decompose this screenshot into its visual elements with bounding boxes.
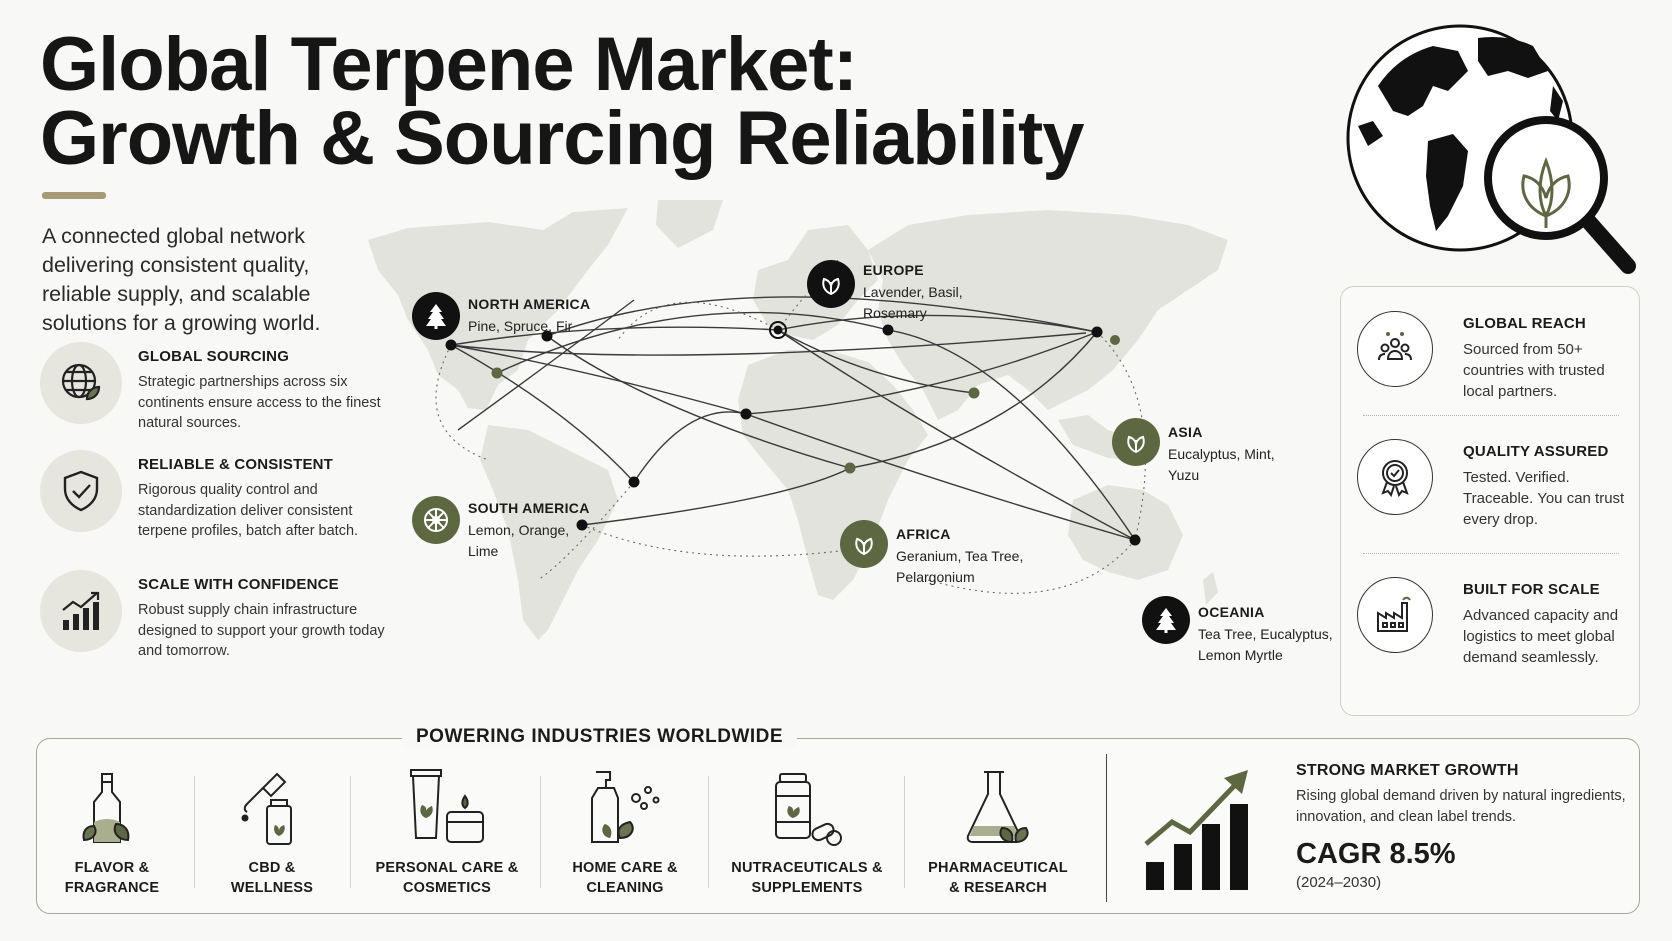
industry-label: CBD & WELLNESS xyxy=(230,860,314,896)
cagr-value: CAGR 8.5% xyxy=(1296,838,1456,870)
dropper-icon xyxy=(212,768,332,846)
title-line-1: Global Terpene Market: xyxy=(40,22,858,107)
shield-check-icon xyxy=(40,450,122,532)
tree-icon xyxy=(412,292,460,340)
people-network-icon xyxy=(1357,311,1433,387)
feature-desc: Strategic partnerships across six contin… xyxy=(138,374,381,431)
divider xyxy=(1363,553,1619,554)
benefit-desc: Tested. Verified. Traceable. You can tru… xyxy=(1463,469,1625,528)
flask-icon xyxy=(918,768,1078,846)
title-line-2: Growth & Sourcing Reliability xyxy=(40,96,1085,181)
feature-scale: SCALE WITH CONFIDENCE Robust supply chai… xyxy=(40,570,385,660)
divider xyxy=(904,776,905,888)
benefit-desc: Advanced capacity and logistics to meet … xyxy=(1463,607,1619,666)
spray-bottle-icon xyxy=(550,768,700,846)
feature-title: GLOBAL SOURCING xyxy=(138,348,290,365)
factory-icon xyxy=(1357,577,1433,653)
benefit-global-reach: GLOBAL REACH Sourced from 50+ countries … xyxy=(1341,293,1641,413)
region-items: Tea Tree, Eucalyptus, Lemon Myrtle xyxy=(1198,626,1333,663)
divider xyxy=(194,776,195,888)
benefit-quality-assured: QUALITY ASSURED Tested. Verified. Tracea… xyxy=(1341,421,1641,551)
benefit-title: GLOBAL REACH xyxy=(1463,315,1586,332)
industry-pharmaceutical: PHARMACEUTICAL & RESEARCH xyxy=(918,768,1078,898)
globe-magnifier-icon xyxy=(1346,24,1636,274)
industry-flavor-fragrance: FLAVOR & FRAGRANCE xyxy=(52,768,172,898)
feature-reliable: RELIABLE & CONSISTENT Rigorous quality c… xyxy=(40,450,380,560)
industries-title: POWERING INDUSTRIES WORLDWIDE xyxy=(402,726,798,748)
region-items: Lemon, Orange, Lime xyxy=(468,522,570,559)
feature-desc: Rigorous quality control and standardiza… xyxy=(138,482,359,539)
benefit-built-for-scale: BUILT FOR SCALE Advanced capacity and lo… xyxy=(1341,559,1641,699)
badge-check-icon xyxy=(1357,439,1433,515)
region-name: SOUTH AMERICA xyxy=(468,500,590,516)
divider xyxy=(1106,754,1107,902)
supplement-jar-icon xyxy=(722,768,892,846)
cagr-period: (2024–2030) xyxy=(1296,874,1382,891)
growth-chart-icon xyxy=(1144,770,1248,890)
bottle-leaf-icon xyxy=(52,768,172,846)
world-map xyxy=(368,200,1228,640)
benefit-title: QUALITY ASSURED xyxy=(1463,443,1609,460)
page-title: Global Terpene Market: Growth & Sourcing… xyxy=(40,22,1085,181)
leaf-icon xyxy=(840,520,888,568)
region-name: OCEANIA xyxy=(1198,604,1265,620)
region-items: Eucalyptus, Mint, Yuzu xyxy=(1168,446,1275,483)
trade-routes xyxy=(450,296,1136,541)
industry-label: PHARMACEUTICAL & RESEARCH xyxy=(928,860,1068,896)
region-items: Pine, Spruce, Fir xyxy=(468,318,573,334)
bar-growth-icon xyxy=(40,570,122,652)
leaf-icon xyxy=(807,260,855,308)
citrus-icon xyxy=(412,496,460,544)
industry-label: HOME CARE & CLEANING xyxy=(572,860,678,896)
industry-nutraceuticals: NUTRACEUTICALS & SUPPLEMENTS xyxy=(722,768,892,898)
divider xyxy=(350,776,351,888)
region-name: NORTH AMERICA xyxy=(468,296,591,312)
feature-global-sourcing: GLOBAL SOURCING Strategic partnerships a… xyxy=(40,342,381,432)
growth-title: STRONG MARKET GROWTH xyxy=(1296,762,1519,779)
industry-personal-care: PERSONAL CARE & COSMETICS xyxy=(362,768,532,898)
title-underline xyxy=(42,192,106,199)
benefit-desc: Sourced from 50+ countries with trusted … xyxy=(1463,341,1605,400)
industry-label: NUTRACEUTICALS & SUPPLEMENTS xyxy=(731,860,883,896)
leaf-icon xyxy=(1112,418,1160,466)
region-name: EUROPE xyxy=(863,262,924,278)
industry-label: PERSONAL CARE & COSMETICS xyxy=(375,860,519,896)
growth-desc: Rising global demand driven by natural i… xyxy=(1296,788,1626,825)
divider xyxy=(540,776,541,888)
globe-leaf-icon xyxy=(40,342,122,424)
region-items: Lavender, Basil, Rosemary xyxy=(863,284,963,321)
feature-title: RELIABLE & CONSISTENT xyxy=(138,456,334,473)
divider xyxy=(708,776,709,888)
region-name: ASIA xyxy=(1168,424,1203,440)
hub-dots xyxy=(445,321,1141,546)
industries-panel xyxy=(36,738,1640,914)
benefit-title: BUILT FOR SCALE xyxy=(1463,581,1600,598)
feature-title: SCALE WITH CONFIDENCE xyxy=(138,576,339,593)
continents xyxy=(368,200,1228,640)
benefits-panel: GLOBAL REACH Sourced from 50+ countries … xyxy=(1340,286,1640,716)
feature-desc: Robust supply chain infrastructure desig… xyxy=(138,602,385,659)
intro-text: A connected global network delivering co… xyxy=(42,224,321,335)
region-items: Geranium, Tea Tree, Pelargonium xyxy=(896,548,1024,585)
industry-home-care: HOME CARE & CLEANING xyxy=(550,768,700,898)
industry-cbd-wellness: CBD & WELLNESS xyxy=(212,768,332,898)
region-name: AFRICA xyxy=(896,526,951,542)
industry-label: FLAVOR & FRAGRANCE xyxy=(64,860,160,896)
divider xyxy=(1363,415,1619,416)
tree-icon xyxy=(1142,596,1190,644)
tube-candle-icon xyxy=(362,768,532,846)
